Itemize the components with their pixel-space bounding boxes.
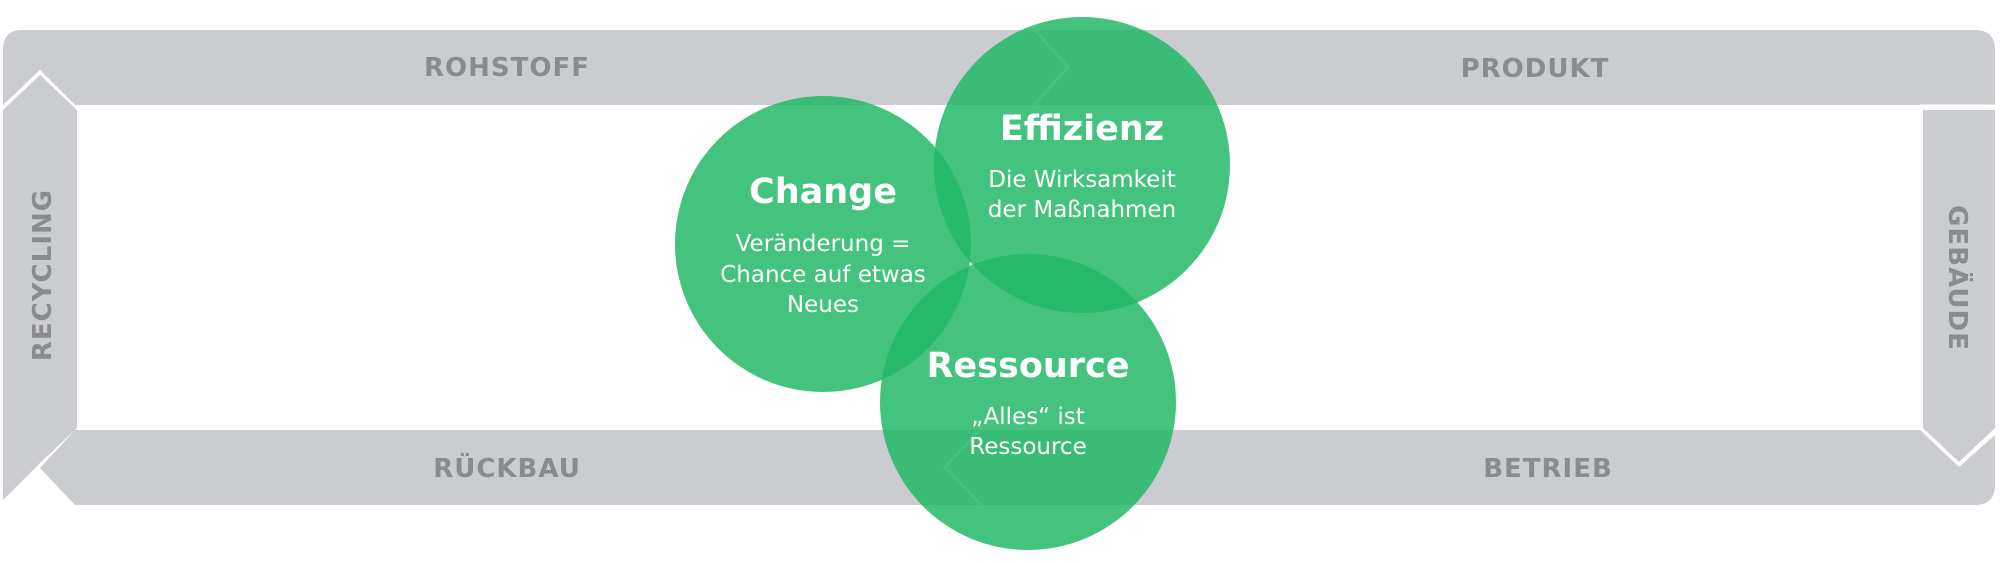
- change-line-3: Neues: [787, 292, 859, 318]
- circle-effizienz: [934, 17, 1230, 313]
- ressource-title: Ressource: [926, 346, 1129, 386]
- label-recycling: RECYCLING: [28, 189, 58, 361]
- label-gebaeude: GEBÄUDE: [1942, 205, 1974, 351]
- effizienz-line-1: Die Wirksamkeit: [988, 167, 1176, 193]
- band-left: [3, 75, 77, 500]
- change-title: Change: [749, 172, 897, 212]
- venn-circles: [675, 17, 1230, 550]
- circle-ressource: [880, 254, 1176, 550]
- effizienz-title: Effizienz: [1000, 109, 1164, 149]
- label-betrieb: BETRIEB: [1483, 454, 1613, 484]
- circle-change: [675, 96, 971, 392]
- band-right: [1923, 110, 1995, 462]
- label-produkt: PRODUKT: [1461, 54, 1610, 84]
- ressource-line-1: „Alles“ ist: [971, 404, 1085, 430]
- label-rohstoff: ROHSTOFF: [424, 53, 590, 83]
- change-line-1: Veränderung =: [736, 231, 911, 257]
- change-line-2: Chance auf etwas: [720, 262, 926, 288]
- ressource-line-2: Ressource: [969, 434, 1086, 460]
- label-rueckbau: RÜCKBAU: [433, 451, 581, 484]
- effizienz-line-2: der Maßnahmen: [988, 197, 1176, 223]
